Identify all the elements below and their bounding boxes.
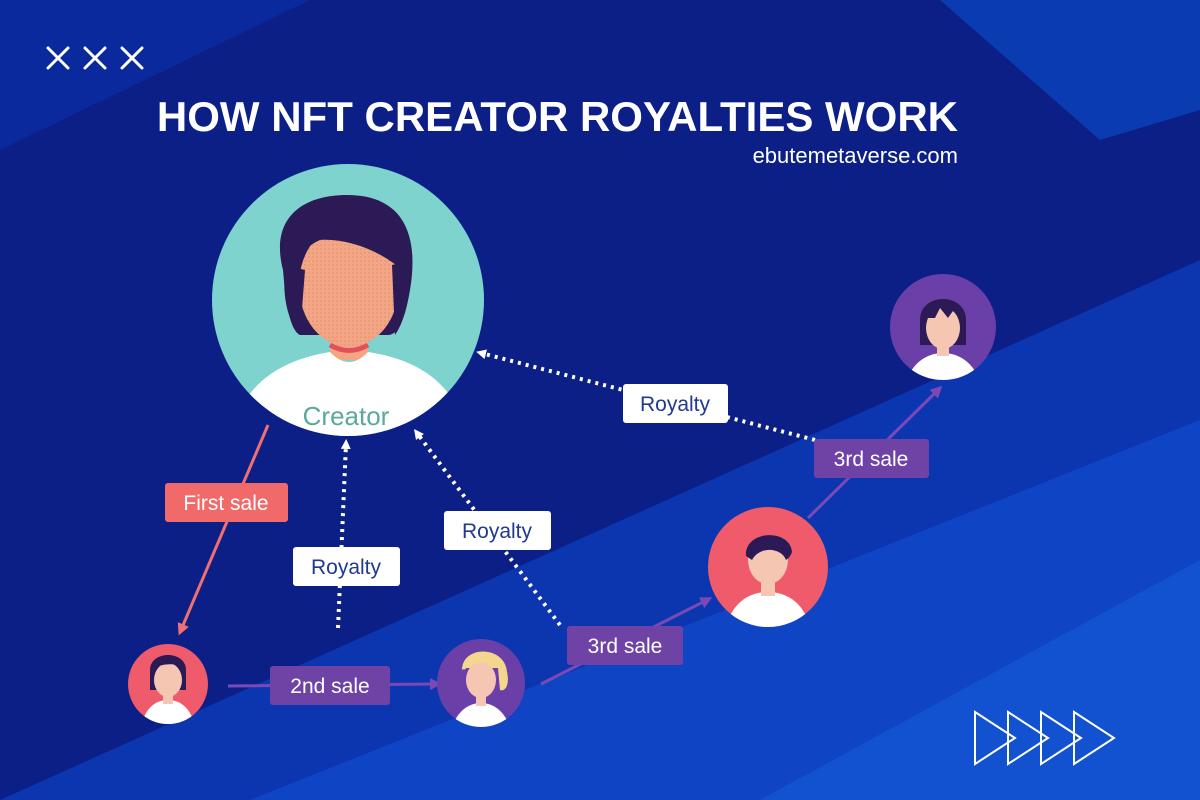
svg-text:Royalty: Royalty: [311, 556, 382, 579]
royalty-tag-top: Royalty: [623, 384, 728, 423]
svg-text:Royalty: Royalty: [462, 520, 533, 543]
buyer-avatar-3: [708, 507, 828, 627]
first-sale-tag: First sale: [165, 483, 288, 522]
svg-text:3rd sale: 3rd sale: [588, 635, 663, 658]
royalty-tag-mid: Royalty: [444, 511, 551, 550]
play-arrow-icon: [974, 710, 1116, 766]
third-sale-tag-top: 3rd sale: [814, 439, 929, 478]
svg-text:2nd sale: 2nd sale: [290, 675, 369, 698]
creator-avatar: Creator: [212, 164, 484, 436]
svg-text:Royalty: Royalty: [640, 393, 711, 416]
svg-text:3rd sale: 3rd sale: [834, 448, 909, 471]
third-sale-tag-bottom: 3rd sale: [567, 626, 683, 665]
svg-text:First sale: First sale: [183, 492, 268, 515]
royalty-arrow-top: [476, 349, 816, 442]
royalty-arrow-left: [336, 439, 351, 629]
x-mark-icon: [46, 46, 144, 70]
royalty-tag-left: Royalty: [293, 547, 400, 586]
creator-label: Creator: [303, 401, 390, 431]
buyer-avatar-2: [437, 639, 525, 727]
site-url: ebutemetaverse.com: [753, 143, 958, 168]
page-title: HOW NFT CREATOR ROYALTIES WORK: [157, 93, 958, 140]
first-sale-arrow: [177, 424, 270, 636]
second-sale-tag: 2nd sale: [270, 666, 390, 705]
buyer-avatar-1: [128, 644, 208, 724]
